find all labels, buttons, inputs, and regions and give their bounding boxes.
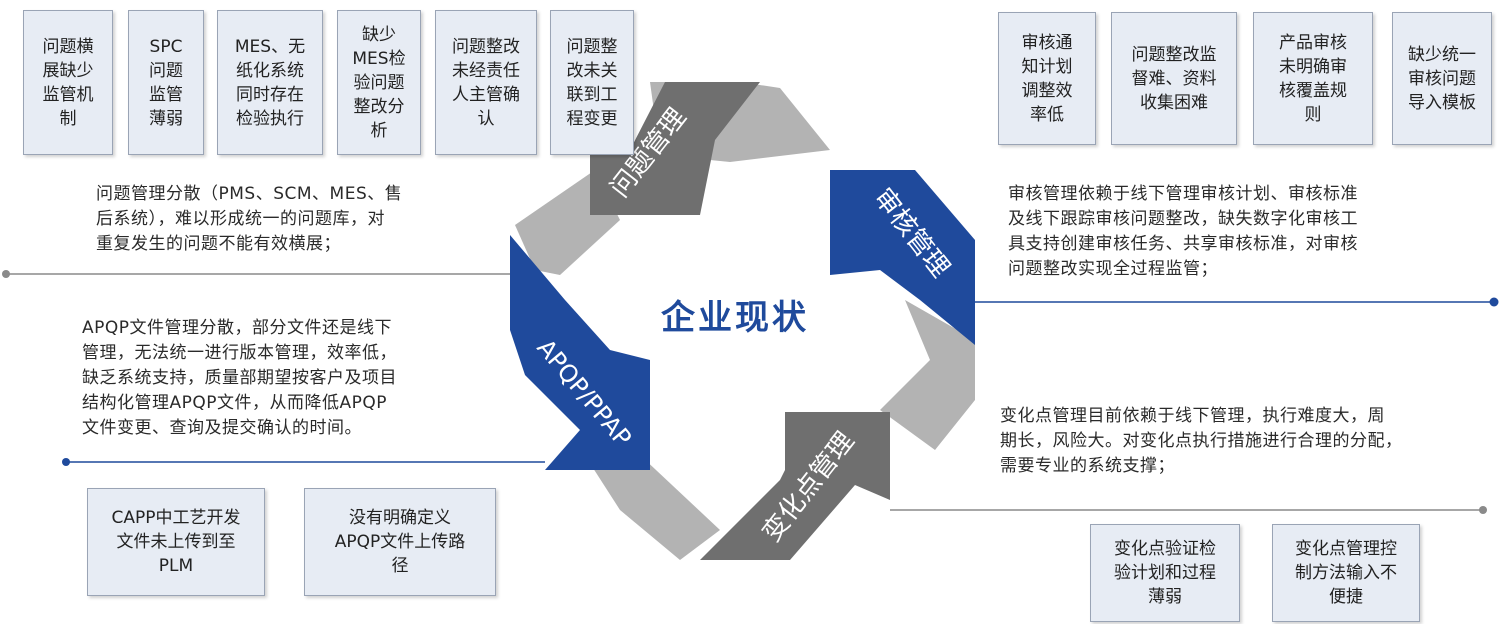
apqp-issue-box-1: CAPP中工艺开发 文件未上传到至 PLM (87, 488, 265, 596)
change-description: 变化点管理目前依赖于线下管理，执行难度大，周 期长，风险大。对变化点执行措施进行… (1000, 406, 1403, 476)
problem-arrow (590, 82, 760, 215)
audit-description: 审核管理依赖于线下管理审核计划、审核标准 及线下跟踪审核问题整改，缺失数字化审核… (1008, 184, 1358, 279)
problem-issue-box-3: MES、无 纸化系统 同时存在 检验执行 (217, 10, 323, 155)
problem-issue-box-5: 问题整改 未经责任 人主管确 认 (435, 10, 537, 155)
audit-issue-box-2: 问题整改监 督难、资料 收集困难 (1111, 12, 1237, 145)
audit-connector-dot (1489, 297, 1499, 307)
apqp-description: APQP文件管理分散，部分文件还是线下 管理，无法统一进行版本管理，效率低， 缺… (82, 318, 397, 438)
apqp-issue-box-2: 没有明确定义 APQP文件上传路 径 (304, 488, 496, 596)
change-arrow (700, 412, 890, 560)
audit-arrow (830, 170, 975, 345)
audit-issue-box-4: 缺少统一 审核问题 导入模板 (1392, 12, 1492, 145)
problem-issue-box-2: SPC 问题 监管 薄弱 (128, 10, 204, 155)
apqp-connector-dot (62, 458, 70, 466)
problem-issue-box-1: 问题横 展缺少 监管机 制 (23, 10, 113, 155)
audit-issue-box-3: 产品审核 未明确审 核覆盖规 则 (1253, 12, 1373, 145)
problem-issue-box-6: 问题整 改未关 联到工 程变更 (550, 10, 634, 155)
change-issue-box-1: 变化点验证检 验计划和过程 薄弱 (1090, 524, 1240, 622)
center-title: 企业现状 (661, 298, 809, 338)
problem-connector-dot (2, 270, 10, 278)
right-band-light (880, 300, 975, 450)
apqp-arrow (510, 235, 650, 470)
change-issue-box-2: 变化点管理控 制方法输入不 便捷 (1272, 524, 1420, 622)
problem-issue-box-4: 缺少 MES检 验问题 整改分 析 (337, 10, 421, 155)
audit-issue-box-1: 审核通 知计划 调整效 率低 (998, 12, 1096, 145)
problem-description: 问题管理分散（PMS、SCM、MES、售 后系统），难以形成统一的问题库，对 重… (96, 184, 403, 254)
change-connector-dot (1479, 506, 1487, 514)
